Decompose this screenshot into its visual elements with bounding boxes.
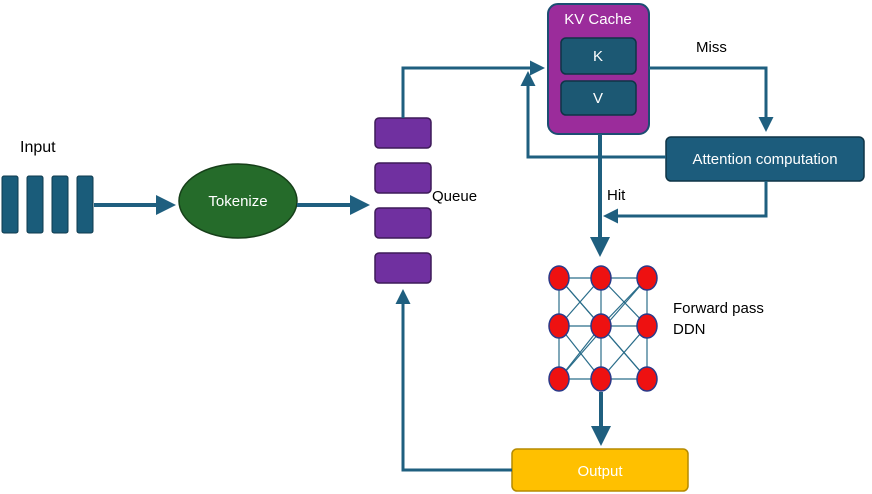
network-nodes bbox=[548, 265, 658, 392]
v-label: V bbox=[593, 90, 603, 107]
output-label: Output bbox=[577, 463, 623, 480]
arrow-miss-to-attention bbox=[649, 66, 774, 132]
arrow-attention-to-network bbox=[603, 181, 768, 224]
tokenize-node bbox=[178, 163, 298, 239]
arrow-queue-to-kvcache bbox=[401, 60, 545, 118]
queue-blocks bbox=[374, 117, 432, 284]
attention-label: Attention computation bbox=[692, 151, 837, 168]
input-bars bbox=[1, 175, 94, 234]
network-node bbox=[636, 366, 658, 392]
ddn-label: DDN bbox=[673, 321, 706, 338]
queue-label: Queue bbox=[432, 188, 477, 205]
arrow-output-to-queue bbox=[395, 289, 512, 472]
network-node bbox=[636, 313, 658, 339]
tokenize-label: Tokenize bbox=[208, 193, 267, 210]
network-node bbox=[590, 366, 612, 392]
k-label: K bbox=[593, 48, 603, 65]
arrow-attention-to-kvcache bbox=[520, 71, 666, 159]
network-node bbox=[548, 366, 570, 392]
kv-cache-label: KV Cache bbox=[564, 11, 632, 28]
v-box bbox=[560, 80, 637, 116]
network-node bbox=[590, 265, 612, 291]
network-node bbox=[636, 265, 658, 291]
network-node bbox=[548, 313, 570, 339]
forward-pass-label: Forward pass bbox=[673, 300, 764, 317]
network-node bbox=[548, 265, 570, 291]
k-box bbox=[560, 37, 637, 75]
network-node bbox=[590, 313, 612, 339]
input-label: Input bbox=[20, 139, 56, 156]
miss-label: Miss bbox=[696, 39, 727, 56]
hit-label: Hit bbox=[607, 187, 626, 204]
